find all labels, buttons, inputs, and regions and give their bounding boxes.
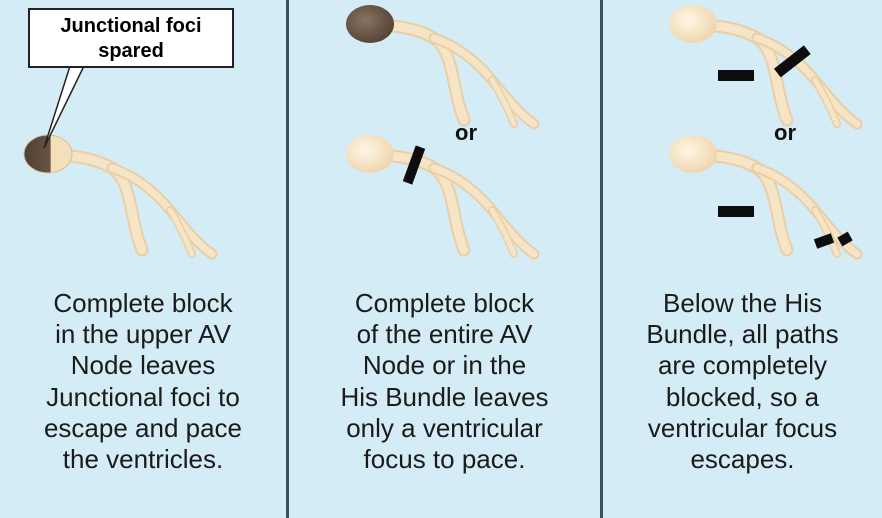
av-node bbox=[669, 5, 717, 43]
panel3-caption: Below the His Bundle, all paths are comp… bbox=[603, 288, 882, 475]
panel2-top-conduction-tree bbox=[346, 5, 534, 124]
left-bundle-block-bar bbox=[718, 70, 754, 81]
panel2-bottom-conduction-tree bbox=[346, 135, 534, 254]
or-label-panel3: or bbox=[774, 120, 796, 146]
junctional-foci-callout: Junctional foci spared bbox=[28, 8, 234, 68]
panel1-conduction-tree bbox=[24, 135, 212, 254]
av-node bbox=[346, 135, 394, 173]
left-bundle-block-bar bbox=[718, 206, 754, 217]
av-node bbox=[669, 135, 717, 173]
panel3-top-conduction-tree bbox=[669, 5, 857, 124]
panel2-caption: Complete block of the entire AV Node or … bbox=[289, 288, 600, 475]
panel1-caption: Complete block in the upper AV Node leav… bbox=[0, 288, 286, 475]
av-node bbox=[346, 5, 394, 43]
or-label-panel2: or bbox=[455, 120, 477, 146]
panel3-bottom-conduction-tree bbox=[669, 135, 857, 254]
callout-pointer bbox=[44, 66, 84, 148]
